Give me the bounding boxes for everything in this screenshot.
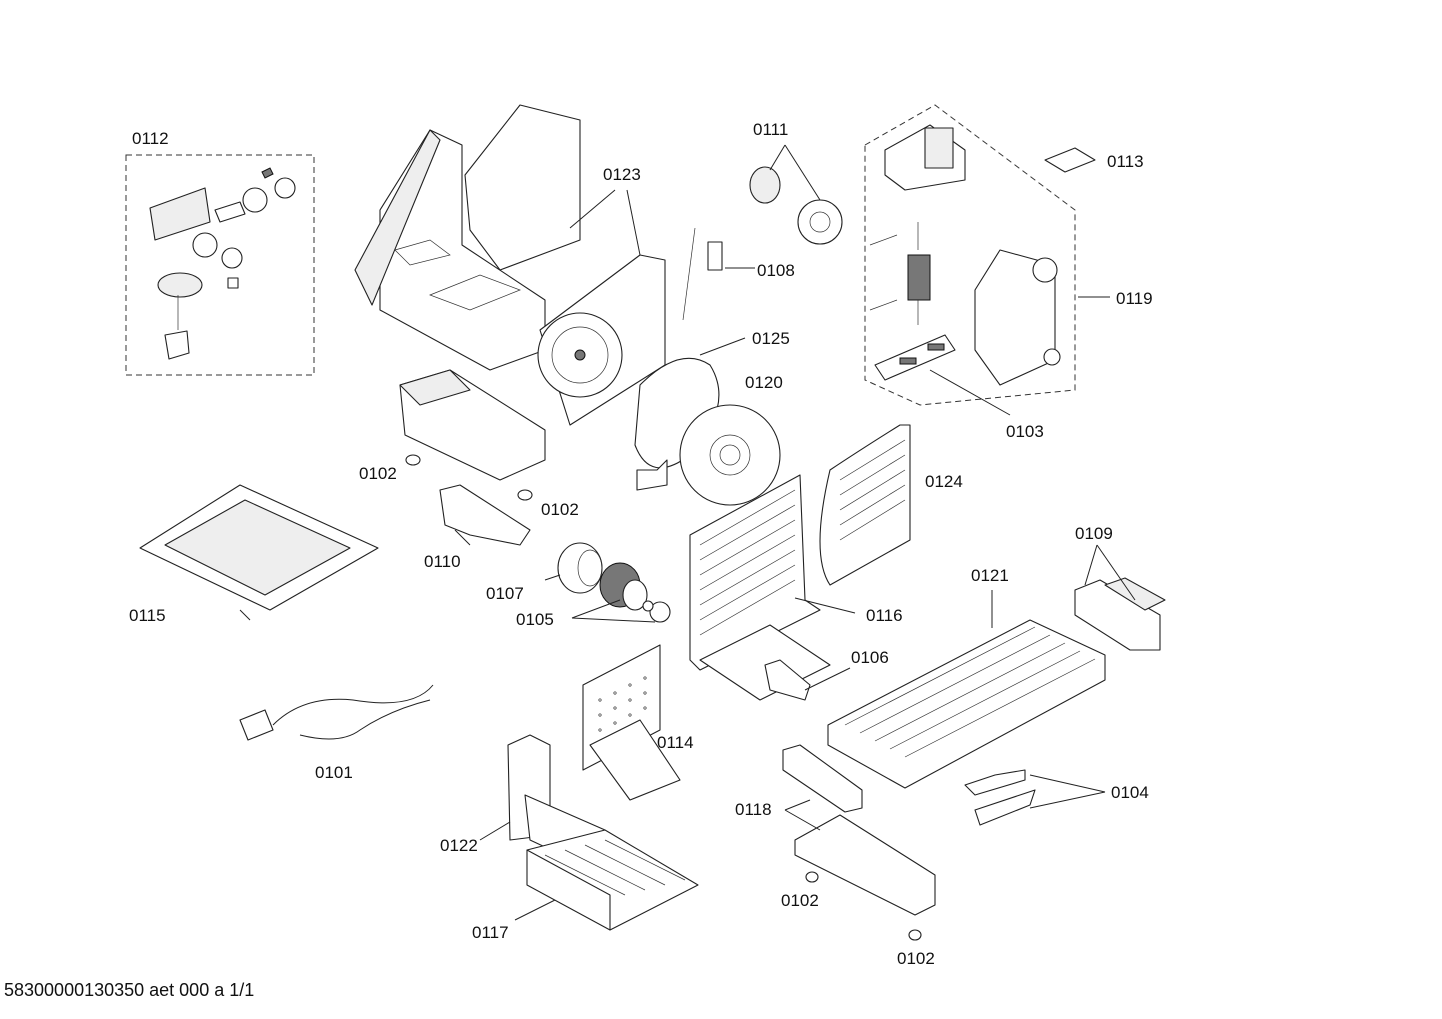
label-0125: 0125 — [752, 329, 790, 348]
label-0102-a: 0102 — [359, 464, 397, 483]
label-0107: 0107 — [486, 584, 524, 603]
label-0110: 0110 — [424, 552, 461, 571]
label-0108: 0108 — [757, 261, 795, 280]
part-0123-housing — [354, 104, 641, 371]
label-0105: 0105 — [516, 610, 554, 629]
part-0107-sleeve — [544, 542, 603, 594]
part-0120-blade — [679, 404, 781, 506]
motor-housing — [399, 369, 546, 501]
label-0122: 0122 — [440, 836, 478, 855]
label-0111: 0111 — [753, 120, 788, 139]
part-0113-bracket — [1044, 147, 1096, 173]
label-0102-d: 0102 — [897, 949, 935, 968]
part-0114-plate — [582, 644, 681, 801]
label-0101: 0101 — [315, 763, 353, 782]
part-0104-levers — [964, 769, 1106, 826]
label-0120: 0120 — [745, 373, 783, 392]
label-0109: 0109 — [1075, 524, 1113, 543]
blade-plate — [537, 254, 666, 426]
part-0106-slider — [764, 659, 851, 701]
label-0121: 0121 — [971, 566, 1009, 585]
part-0117-tray — [514, 829, 699, 931]
label-0117: 0117 — [472, 923, 509, 942]
label-0104: 0104 — [1111, 783, 1149, 802]
label-0102-c: 0102 — [781, 891, 819, 910]
part-0101-power-cord — [239, 684, 434, 741]
label-0112: 0112 — [132, 129, 169, 148]
part-0105-gear-assembly — [571, 562, 671, 623]
part-0124-guard — [819, 424, 911, 586]
part-0115-tray — [139, 484, 379, 621]
part-0118-bracket — [782, 744, 936, 941]
part-0111-gears — [749, 144, 843, 245]
label-0114: 0114 — [657, 733, 694, 752]
label-0116: 0116 — [866, 606, 903, 625]
label-0113: 0113 — [1107, 152, 1144, 171]
part-0121-base — [827, 590, 1106, 789]
part-0110-bracket — [439, 484, 531, 546]
label-0118: 0118 — [735, 800, 772, 819]
part-0119-motor-group — [864, 104, 1110, 416]
part-0109-bracket — [1074, 544, 1166, 651]
label-0124: 0124 — [925, 472, 963, 491]
label-0123: 0123 — [603, 165, 641, 184]
label-0102-b: 0102 — [541, 500, 579, 519]
label-0115: 0115 — [129, 606, 166, 625]
label-0106: 0106 — [851, 648, 889, 667]
document-id-footer: 58300000130350 aet 000 a 1/1 — [4, 980, 255, 1000]
label-0103: 0103 — [1006, 422, 1044, 441]
part-0108-switch — [682, 227, 755, 321]
label-0119: 0119 — [1116, 289, 1153, 308]
part-0112-kit — [125, 154, 315, 376]
